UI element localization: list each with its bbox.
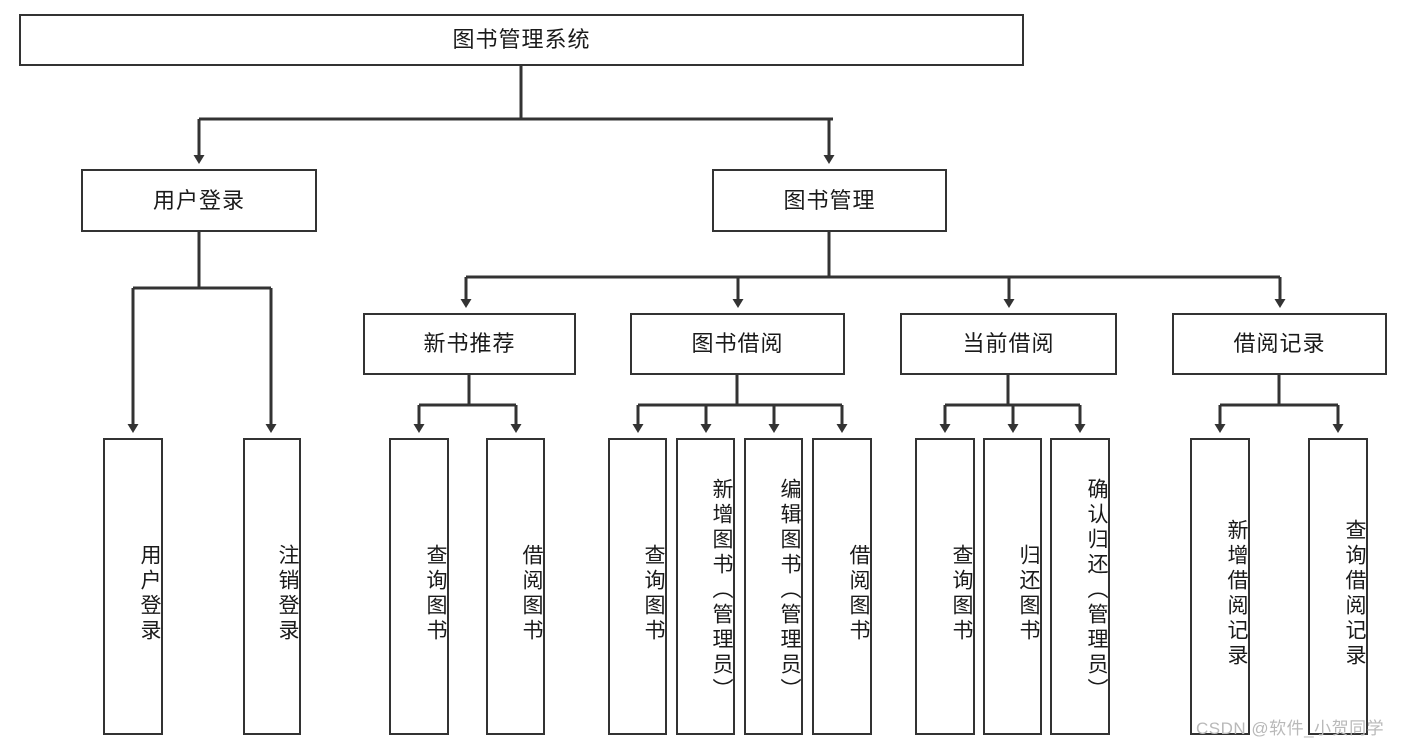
csdn-watermark: CSDN @软件_小贺同学 (1196, 714, 1384, 739)
leaf-query-book-rec-label: 查询图书 (424, 543, 447, 644)
leaf-edit-book-admin-label: 编辑图书（管理员） (778, 478, 801, 703)
leaf-edit-book-admin[interactable]: 编辑图书（管理员） (744, 438, 803, 735)
node-book-borrow-label: 图书借阅 (691, 331, 784, 357)
node-new-book-recommend[interactable]: 新书推荐 (363, 313, 576, 375)
csdn-watermark-text: CSDN @软件_小贺同学 (1196, 719, 1385, 738)
leaf-return-book[interactable]: 归还图书 (983, 438, 1042, 735)
leaf-query-book-current[interactable]: 查询图书 (915, 438, 975, 735)
node-borrow-record-label: 借阅记录 (1233, 331, 1326, 357)
node-book-management-label: 图书管理 (783, 187, 876, 213)
leaf-confirm-return-admin[interactable]: 确认归还（管理员） (1050, 438, 1110, 735)
leaf-query-borrow-record[interactable]: 查询借阅记录 (1308, 438, 1368, 735)
leaf-add-borrow-record-label: 新增借阅记录 (1225, 518, 1248, 669)
node-root-label: 图书管理系统 (452, 27, 591, 53)
leaf-query-borrow-record-label: 查询借阅记录 (1343, 518, 1366, 669)
leaf-add-book-admin[interactable]: 新增图书（管理员） (676, 438, 735, 735)
leaf-logout-label: 注销登录 (276, 543, 299, 644)
node-new-book-recommend-label: 新书推荐 (423, 331, 516, 357)
node-user-login-label: 用户登录 (152, 187, 245, 213)
leaf-query-book-borrow-label: 查询图书 (642, 543, 665, 644)
node-root[interactable]: 图书管理系统 (19, 14, 1024, 66)
leaf-query-book-borrow[interactable]: 查询图书 (608, 438, 667, 735)
leaf-query-book-current-label: 查询图书 (950, 543, 973, 644)
node-user-login[interactable]: 用户登录 (81, 169, 317, 232)
leaf-borrow-book[interactable]: 借阅图书 (812, 438, 872, 735)
node-current-borrow[interactable]: 当前借阅 (900, 313, 1117, 375)
node-book-management[interactable]: 图书管理 (712, 169, 947, 232)
node-book-borrow[interactable]: 图书借阅 (630, 313, 845, 375)
node-borrow-record[interactable]: 借阅记录 (1172, 313, 1387, 375)
leaf-borrow-book-rec[interactable]: 借阅图书 (486, 438, 545, 735)
leaf-confirm-return-admin-label: 确认归还（管理员） (1085, 478, 1108, 703)
leaf-user-login[interactable]: 用户登录 (103, 438, 163, 735)
leaf-return-book-label: 归还图书 (1017, 543, 1040, 644)
node-current-borrow-label: 当前借阅 (962, 331, 1055, 357)
leaf-logout[interactable]: 注销登录 (243, 438, 301, 735)
leaf-borrow-book-rec-label: 借阅图书 (520, 543, 543, 644)
leaf-query-book-rec[interactable]: 查询图书 (389, 438, 449, 735)
leaf-add-borrow-record[interactable]: 新增借阅记录 (1190, 438, 1250, 735)
leaf-borrow-book-label: 借阅图书 (847, 543, 870, 644)
leaf-user-login-label: 用户登录 (138, 543, 161, 644)
leaf-add-book-admin-label: 新增图书（管理员） (710, 478, 733, 703)
